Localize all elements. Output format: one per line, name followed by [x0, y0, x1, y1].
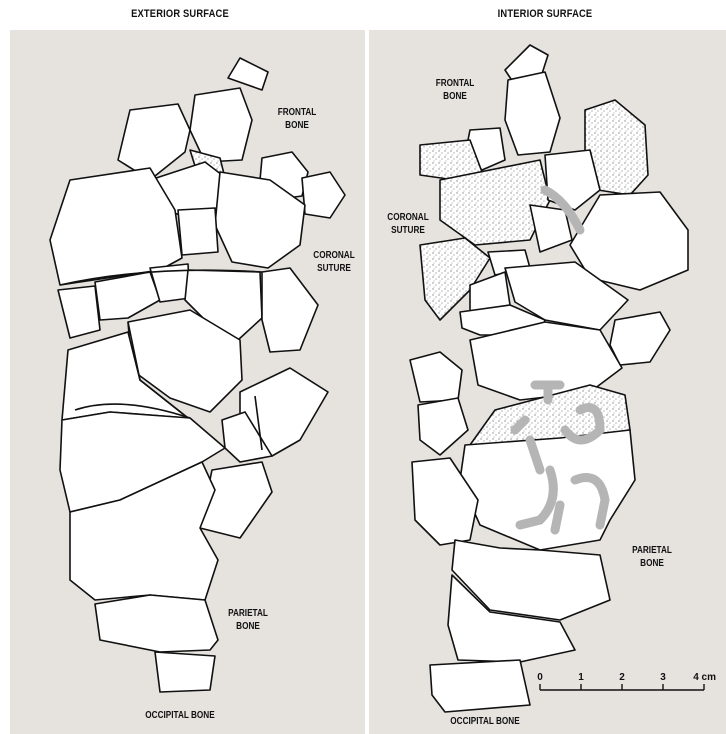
ext-occipital-bone-label: OCCIPITAL BONE: [131, 710, 229, 723]
int-parietal-label-line2: BONE: [627, 558, 676, 571]
int-frontal-bone-label: FRONTAL BONE: [435, 78, 476, 103]
ext-frontal-label-line2: BONE: [277, 120, 318, 133]
ext-parietal-label-line2: BONE: [223, 621, 272, 634]
scale-tick-3: 3: [660, 672, 666, 683]
ext-frontal-label-line1: FRONTAL: [277, 107, 318, 120]
int-coronal-label-line1: CORONAL: [383, 212, 434, 225]
int-fragment: [418, 398, 468, 455]
int-parietal-label-line1: PARIETAL: [627, 545, 676, 558]
int-frontal-label-line2: BONE: [435, 91, 476, 104]
ext-coronal-label-line1: CORONAL: [309, 250, 358, 263]
int-fragment: [410, 352, 462, 402]
int-fragment: [610, 312, 670, 365]
ext-coronal-suture-label: CORONAL SUTURE: [309, 250, 358, 275]
ext-fragment: [228, 58, 268, 90]
interior-bone-fragments: [410, 45, 688, 712]
int-coronal-label-line2: SUTURE: [383, 225, 434, 238]
ext-parietal-bone-label: PARIETAL BONE: [223, 608, 272, 633]
ext-fragment: [118, 104, 190, 180]
exterior-bone-fragments: [50, 58, 345, 692]
ext-fragment: [262, 268, 318, 352]
ext-fragment: [155, 652, 215, 692]
ext-parietal-label-line1: PARIETAL: [223, 608, 272, 621]
int-fragment: [545, 150, 600, 210]
int-fragment: [505, 72, 560, 155]
scale-tick-2: 2: [619, 672, 625, 683]
ext-fragment: [302, 172, 345, 218]
int-coronal-suture-label: CORONAL SUTURE: [383, 212, 434, 237]
int-frontal-label-line1: FRONTAL: [435, 78, 476, 91]
ext-coronal-label-line2: SUTURE: [309, 263, 358, 276]
ext-fragment: [95, 272, 160, 320]
scale-tick-4: 4 cm: [693, 672, 716, 683]
scale-tick-1: 1: [578, 672, 584, 683]
int-occipital-bone-label: OCCIPITAL BONE: [436, 716, 534, 729]
ext-frontal-bone-label: FRONTAL BONE: [277, 107, 318, 132]
int-fragment: [460, 430, 635, 550]
scale-tick-0: 0: [537, 672, 543, 683]
ext-fragment: [58, 286, 100, 338]
scale-bar: [540, 684, 704, 690]
int-fragment: [430, 660, 530, 712]
ext-fragment: [178, 208, 218, 255]
int-parietal-bone-label: PARIETAL BONE: [627, 545, 676, 570]
ext-fragment: [190, 88, 252, 162]
ext-fragment: [95, 595, 218, 652]
